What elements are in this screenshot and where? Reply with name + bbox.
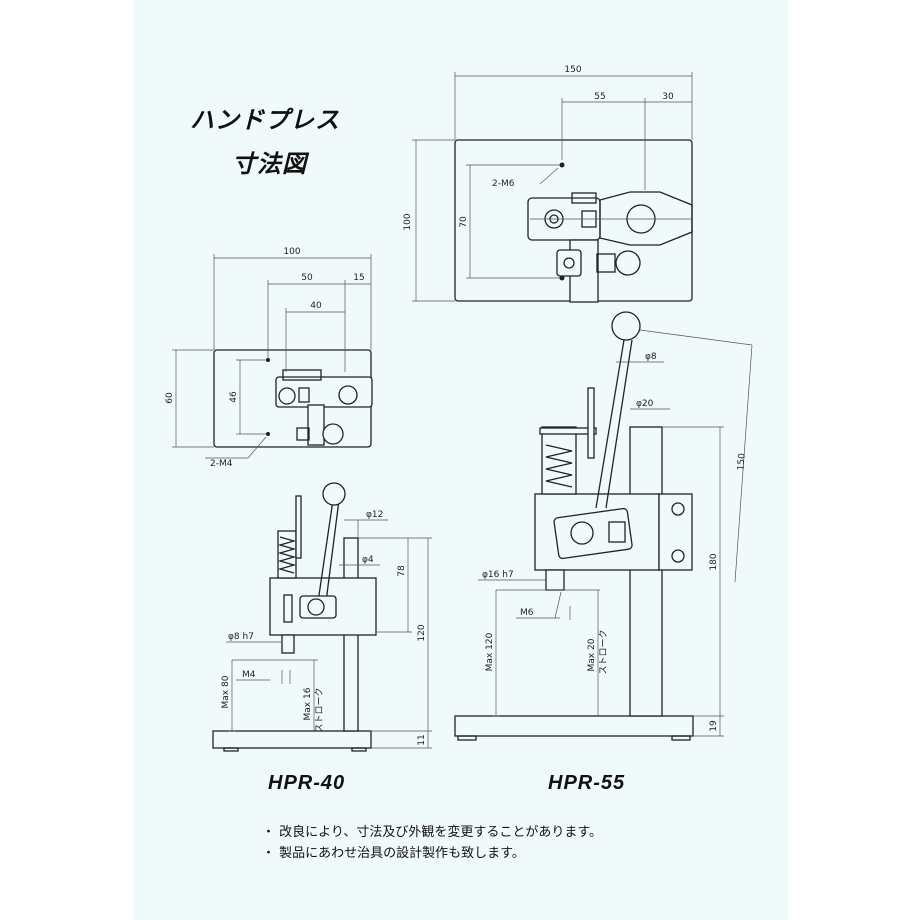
model-label-hpr55: HPR-55 [548, 772, 626, 794]
hpr55-side-view: φ8 φ20 150 180 19 φ16 h7 Max 120 M6 Max … [454, 311, 753, 741]
note-line: ・ 製品にあわせ治具の設計製作も致します。 [262, 846, 525, 861]
hpr55-hole-offset: 55 [594, 92, 605, 102]
hpr40-stroke: Max 16 [303, 687, 313, 720]
hpr40-lever-height: 78 [397, 565, 407, 577]
hpr55-stroke: Max 20 [587, 638, 597, 671]
hpr55-stroke-jp: ストローク [598, 629, 609, 674]
hpr55-max-height: Max 120 [485, 632, 495, 671]
model-label-hpr40: HPR-40 [268, 772, 346, 794]
hpr40-side-view: φ12 φ4 78 120 11 φ8 h7 Max 80 M4 Max 16 … [212, 482, 432, 752]
hpr40-hole-pitch: 46 [229, 391, 239, 403]
title-dimension-drawing: 寸法図 [232, 150, 307, 178]
hpr55-column-dia: φ20 [636, 399, 654, 409]
hpr40-top-height: 60 [165, 392, 175, 404]
hpr40-right-offset: 15 [353, 273, 364, 283]
hpr40-stroke-jp: ストローク [314, 687, 325, 732]
notes: ・ 改良により、寸法及び外観を変更することがあります。 ・ 製品にあわせ治具の設… [262, 822, 602, 864]
hpr55-total-height: 180 [709, 553, 719, 570]
hpr40-total-height: 120 [417, 624, 427, 641]
hpr55-holes: 2-M6 [492, 179, 515, 189]
hpr40-holes: 2-M4 [210, 459, 233, 469]
hpr55-hole-pitch: 70 [459, 216, 469, 228]
hpr40-hole-offset: 50 [301, 273, 313, 283]
hpr55-top-view: 150 55 30 100 70 2-M6 [403, 65, 693, 303]
note-line: ・ 改良により、寸法及び外観を変更することがあります。 [262, 825, 603, 840]
hpr55-right-offset: 30 [662, 92, 674, 102]
hpr40-top-view: 100 50 15 40 60 46 2-M4 [165, 247, 373, 469]
hpr40-top-width: 100 [283, 247, 300, 257]
hpr55-lever-length: 150 [736, 453, 747, 471]
hpr40-max-height: Max 80 [221, 675, 231, 708]
hpr55-top-width: 150 [564, 65, 581, 75]
hpr55-base-height: 19 [709, 720, 719, 732]
hpr40-inner: 40 [310, 301, 322, 311]
hpr55-top-height: 100 [403, 213, 413, 230]
hpr55-ram-dia: φ16 h7 [482, 570, 514, 580]
drawing-sheet [133, 0, 788, 920]
hpr40-base-height: 11 [417, 734, 427, 745]
hpr55-thread: M6 [520, 608, 534, 618]
title-hand-press: ハンドプレス [190, 106, 340, 134]
hpr40-pin-dia: φ4 [362, 555, 374, 565]
hpr40-thread: M4 [242, 670, 256, 680]
hpr40-lever-dia: φ12 [366, 510, 383, 520]
hpr40-ram-dia: φ8 h7 [228, 632, 254, 642]
hpr55-lever-dia: φ8 [645, 352, 657, 362]
